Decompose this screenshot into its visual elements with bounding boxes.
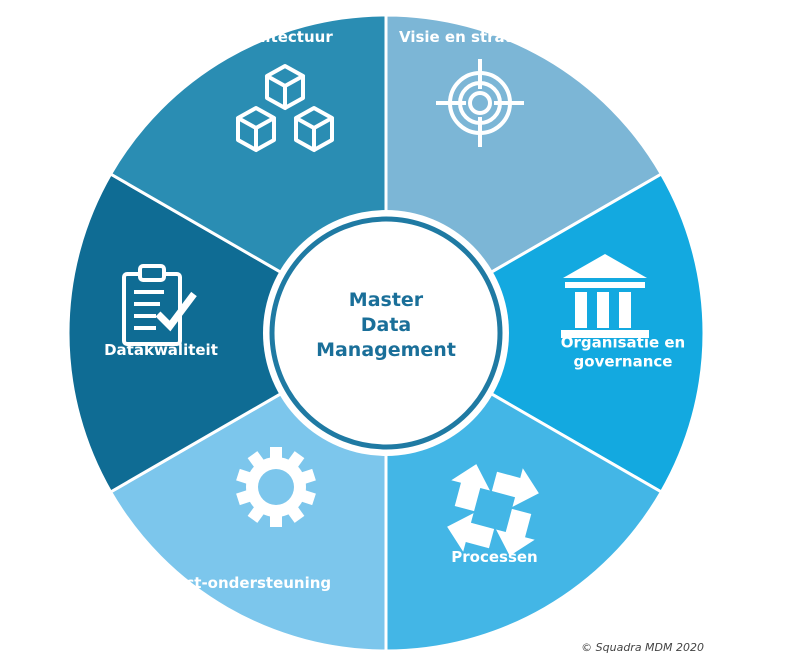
target-icon <box>436 59 524 147</box>
bank-building-icon <box>561 254 649 338</box>
segment-label-organisatie-1: governance <box>574 353 673 371</box>
cubes-icon <box>236 64 334 152</box>
cycle-arrows-icon <box>447 464 539 556</box>
center-hub: Master Data Management <box>263 210 509 456</box>
center-line-1: Master <box>349 289 424 311</box>
segment-label-architectuur-0: Data-architectuur <box>182 28 333 46</box>
segment-label-ict-0: Ict-ondersteuning <box>180 574 331 592</box>
gear-icon <box>236 447 316 527</box>
center-outer-white <box>263 210 509 456</box>
clipboard-check-icon <box>122 264 197 346</box>
center-ring <box>269 216 503 450</box>
copyright-notice: © Squadra MDM 2020 <box>581 641 704 654</box>
segment-datakwaliteit <box>66 171 389 495</box>
segment-organisatie <box>383 171 706 495</box>
center-line-3: Management <box>316 339 456 361</box>
segment-label-processen-0: Processen <box>451 548 537 566</box>
segment-label-visie-0: Visie en strategie <box>399 28 548 46</box>
center-line-2: Data <box>361 314 412 336</box>
